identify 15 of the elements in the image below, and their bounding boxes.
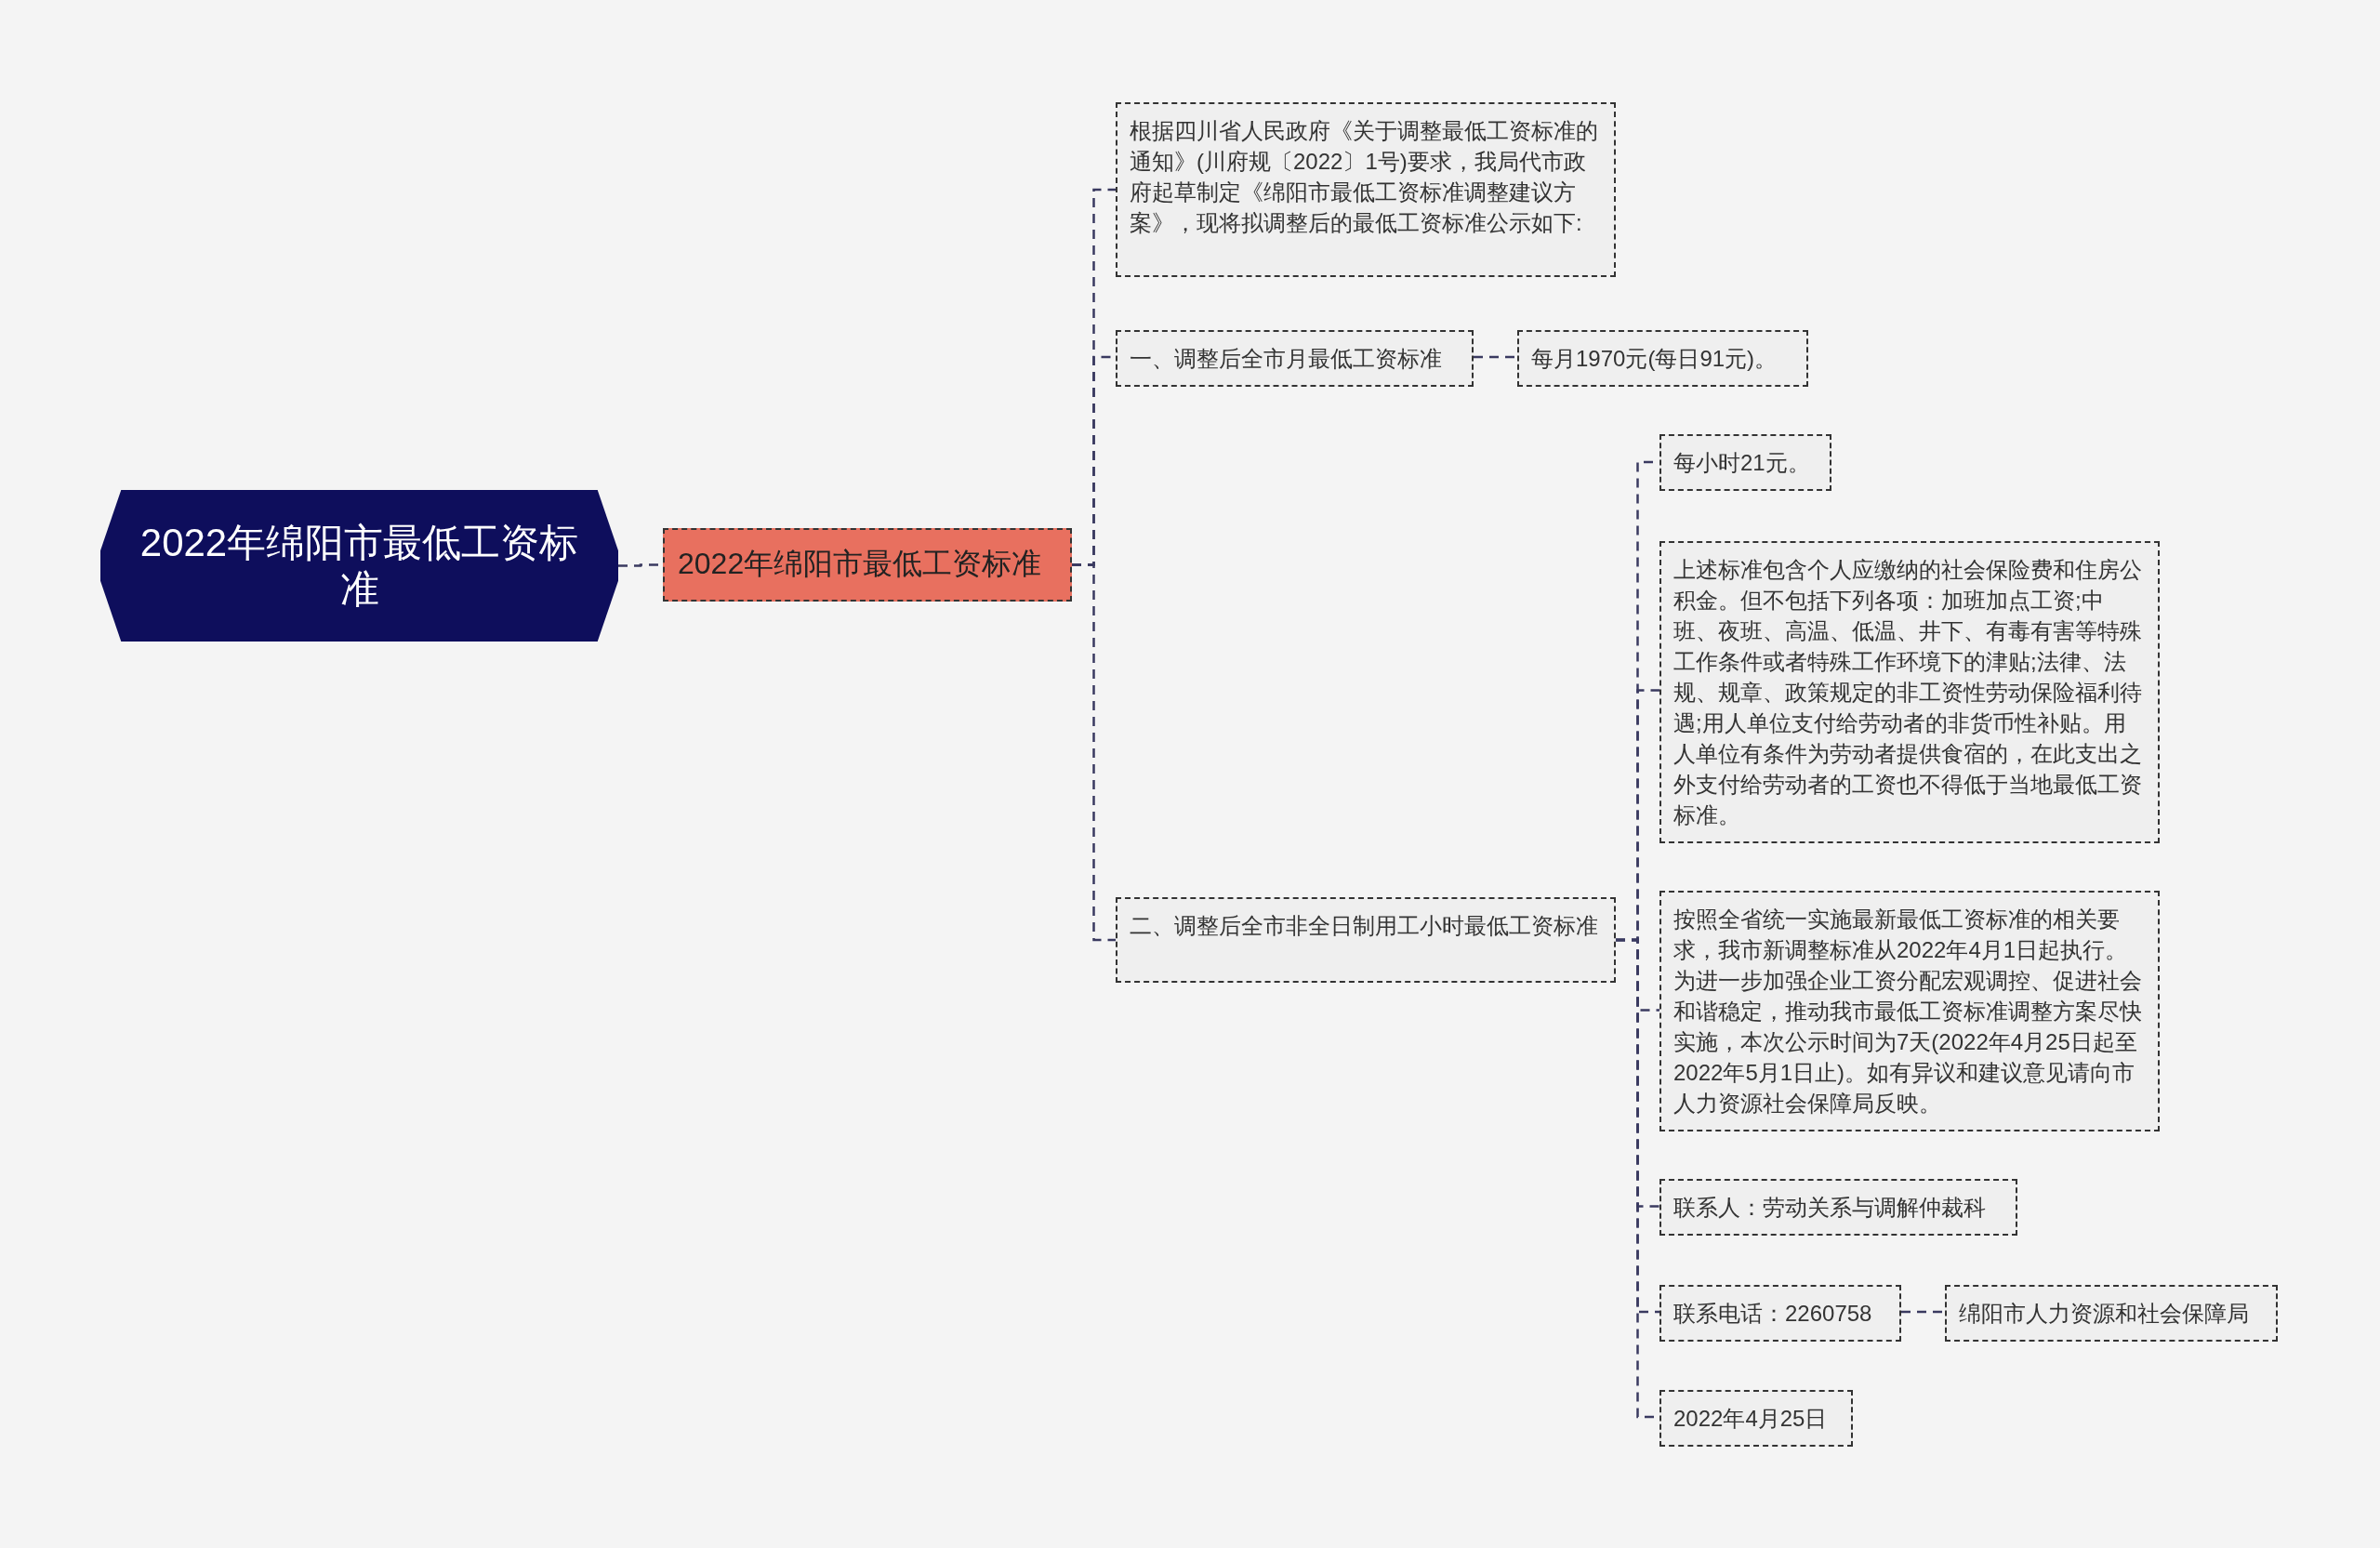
connector <box>1072 563 1116 942</box>
text-box: 一、调整后全市月最低工资标准 <box>1116 330 1474 387</box>
text-box: 绵阳市人力资源和社会保障局 <box>1945 1285 2278 1342</box>
text-box: 按照全省统一实施最新最低工资标准的相关要求，我市新调整标准从2022年4月1日起执行。为进一步加强企业工资分配宏观调控、促进社会和谐稳定，推动我市最低工资标准调整方案尽快实施，本次公示时间为7天(2022年4月25日起至2022年5月1日止)。如有异议和建议意见请向市人力资源社会保障局反映。 <box>1659 891 2160 1131</box>
text-box: 二、调整后全市非全日制用工小时最低工资标准 <box>1116 897 1616 983</box>
text-box: 上述标准包含个人应缴纳的社会保险费和住房公积金。但不包括下列各项：加班加点工资;中班、夜班、高温、低温、井下、有毒有害等特殊工作条件或者特殊工作环境下的津贴;法律、法规、规章、政策规定的非工资性劳动保险福利待遇;用人单位支付给劳动者的非货币性补贴。用人单位有条件为劳动者提供食宿的，在此支出之外支付给劳动者的工资也不得低于当地最低工资标准。 <box>1659 541 2160 843</box>
text-box: 联系人：劳动关系与调解仲裁科 <box>1659 1179 2017 1236</box>
connector <box>1474 355 1517 359</box>
text-box: 根据四川省人民政府《关于调整最低工资标准的通知》(川府规〔2022〕1号)要求，我局代市政府起草制定《绵阳市最低工资标准调整建议方案》，现将拟调整后的最低工资标准公示如下: <box>1116 102 1616 277</box>
topic-box: 2022年绵阳市最低工资标准 <box>663 528 1072 602</box>
text-box: 每月1970元(每日91元)。 <box>1517 330 1808 387</box>
text-box: 2022年4月25日 <box>1659 1390 1853 1447</box>
connector <box>1901 1310 1945 1314</box>
text-box: 每小时21元。 <box>1659 434 1831 491</box>
text-box: 联系电话：2260758 <box>1659 1285 1901 1342</box>
